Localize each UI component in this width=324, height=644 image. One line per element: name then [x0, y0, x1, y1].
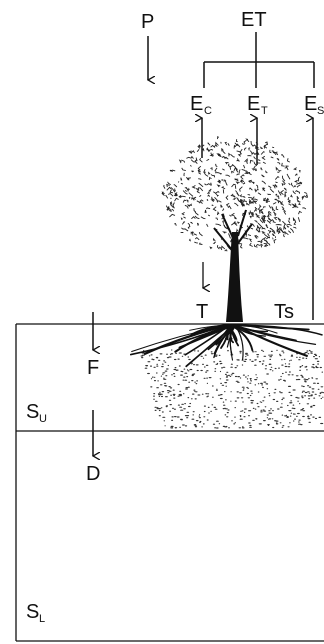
svg-text:E: E: [247, 93, 260, 115]
svg-text:L: L: [39, 613, 45, 625]
et-bracket: [203, 32, 315, 88]
svg-text:C: C: [204, 105, 212, 117]
svg-text:S: S: [317, 105, 324, 117]
svg-text:U: U: [39, 413, 47, 425]
precipitation-label: P: [141, 11, 154, 33]
drainage-label: D: [86, 463, 100, 485]
throughfall-label: T: [196, 301, 208, 323]
svg-text:E: E: [304, 93, 317, 115]
svg-text:S: S: [26, 401, 39, 423]
root-system: [129, 323, 323, 368]
tree-illustration: [161, 136, 309, 322]
svg-text:E: E: [190, 93, 203, 115]
soil-evaporation-label: E S: [304, 93, 324, 117]
lower-soil-label: S L: [26, 601, 45, 625]
upper-soil-label: S U: [26, 401, 47, 425]
svg-text:T: T: [261, 105, 268, 117]
svg-text:S: S: [26, 601, 39, 623]
soil-stipple: [140, 349, 324, 429]
transpiration-label: E T: [247, 93, 268, 117]
evapotranspiration-label: ET: [241, 9, 267, 31]
canopy-evaporation-label: E C: [190, 93, 212, 117]
stemflow-label: Ts: [274, 301, 294, 323]
infiltration-label: F: [87, 357, 99, 379]
